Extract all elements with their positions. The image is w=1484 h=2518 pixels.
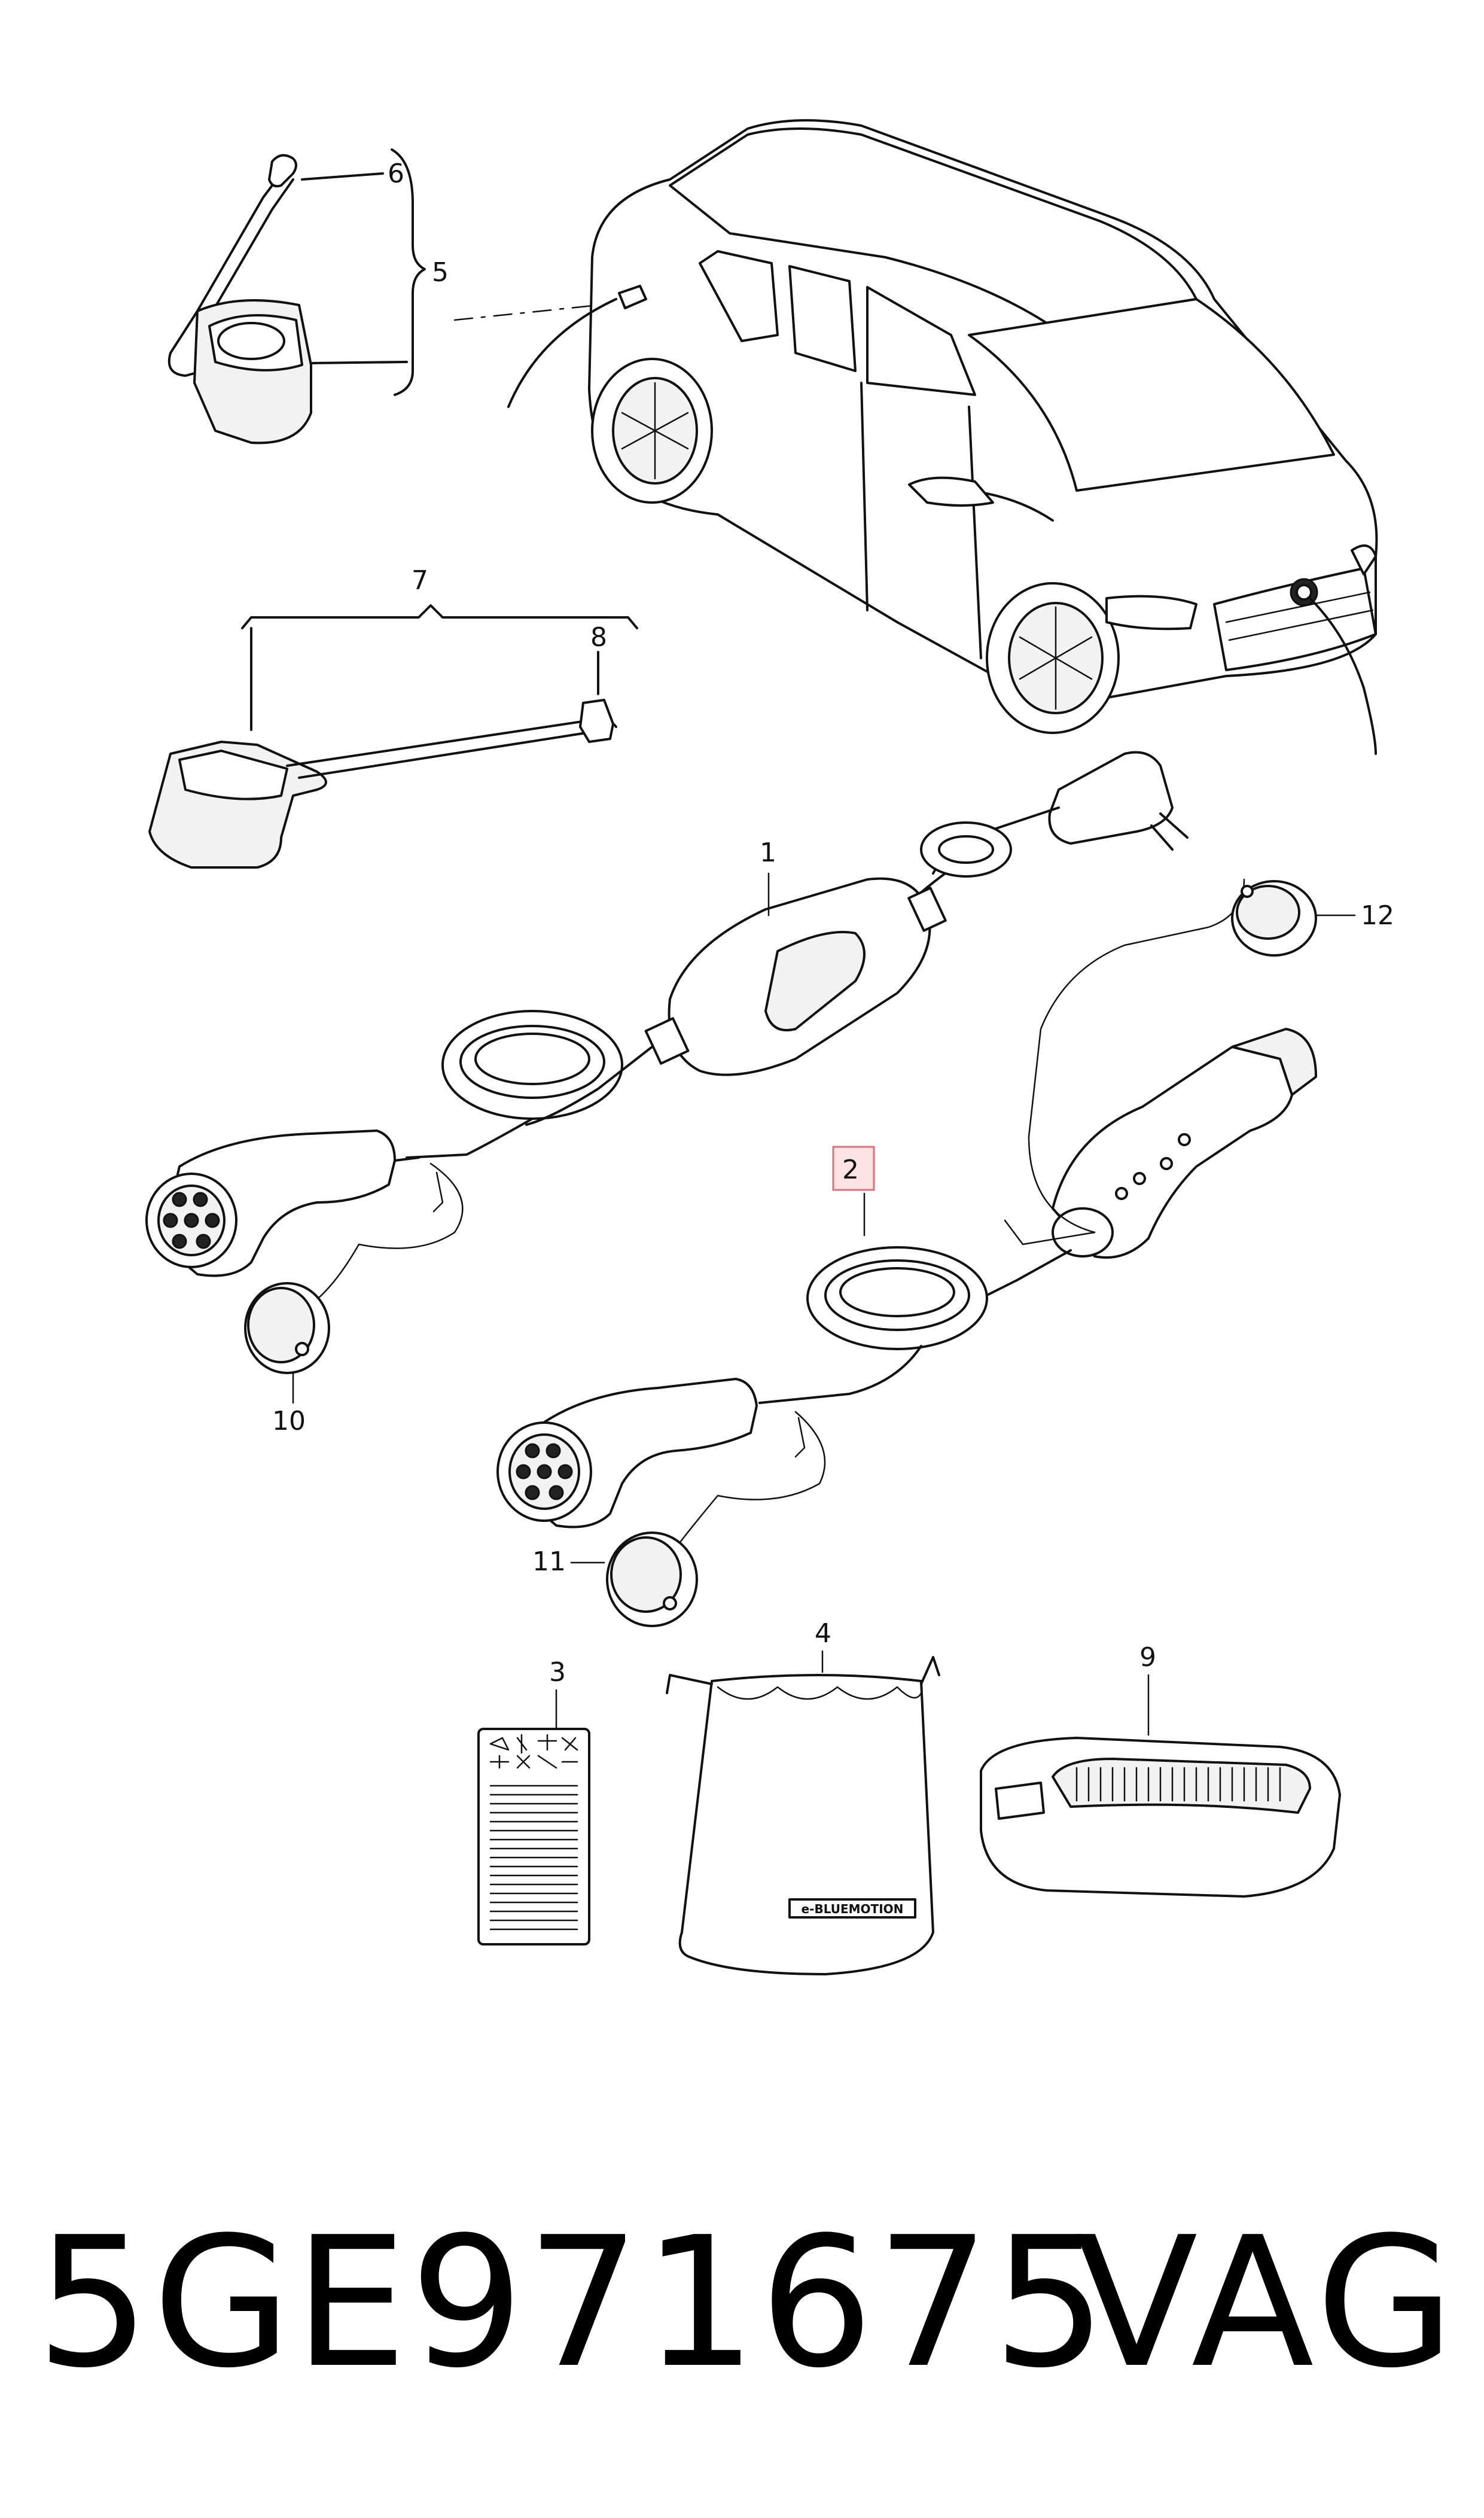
part-6-fastener: [268, 154, 297, 188]
callout-2-highlight: [832, 1146, 875, 1191]
label-text-lines: [489, 1785, 578, 1931]
callout-12: 12: [1361, 900, 1394, 931]
bag-brand-label: e-BLUEMOTION: [802, 1902, 904, 1916]
callout-6: 6: [388, 159, 404, 189]
part-3-instruction-label: [477, 1728, 590, 1945]
callout-2: 2: [842, 1155, 859, 1185]
callout-9: 9: [1139, 1642, 1156, 1673]
callout-4: 4: [815, 1618, 831, 1649]
part-4-storage-bag: e-BLUEMOTION: [666, 1656, 940, 1975]
part-number: 5GE971675: [36, 2199, 1110, 2407]
part-footer: 5GE971675 VAG: [36, 2213, 1459, 2453]
callout-3: 3: [549, 1657, 566, 1688]
exploded-parts-diagram: 6 5: [145, 119, 1394, 1975]
vehicle-illustration: [453, 119, 1378, 755]
part-1-charging-cable-with-control-box: [145, 751, 1189, 1374]
callout-8: 8: [590, 622, 607, 653]
brand-name: VAG: [1075, 2199, 1459, 2407]
callout-10: 10: [272, 1406, 306, 1436]
part-9-cable-holder: [980, 1737, 1341, 1898]
callout-11: 11: [532, 1546, 566, 1577]
part-5-socket-housing: [167, 148, 426, 444]
callout-7: 7: [412, 565, 428, 596]
part-8-fastener: [579, 699, 614, 743]
callout-1: 1: [760, 838, 776, 868]
callout-5: 5: [432, 257, 449, 288]
part-2-charging-cable: [496, 878, 1317, 1627]
part-7-socket-holder: [148, 604, 638, 869]
